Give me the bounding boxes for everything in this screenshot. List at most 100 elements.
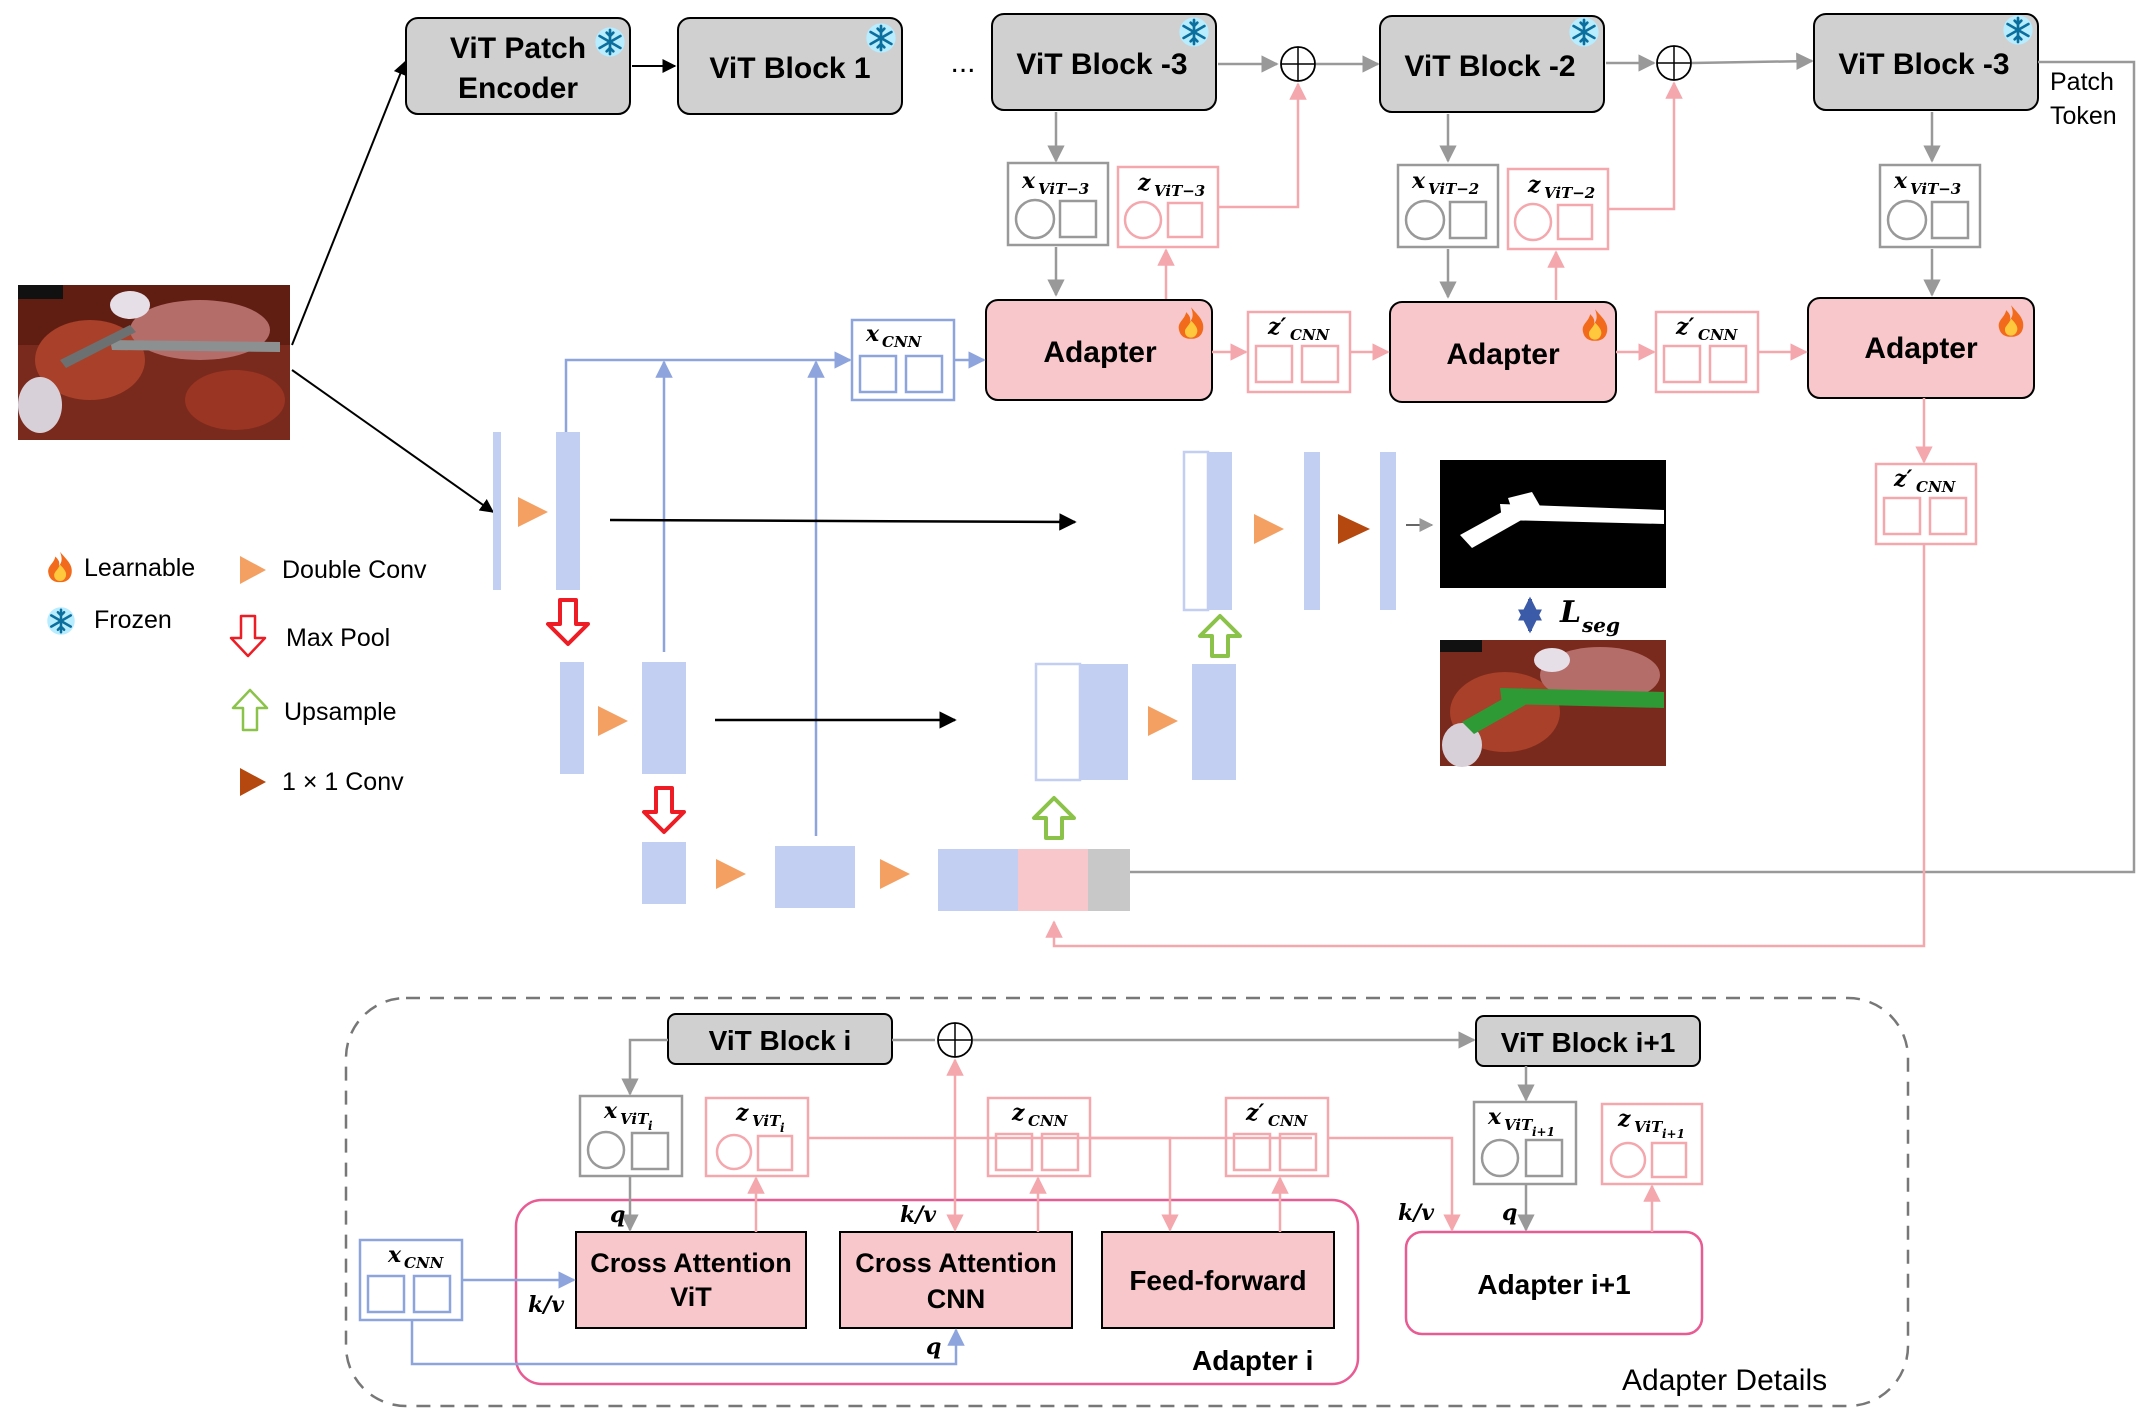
adapter-3-label: Adapter — [1864, 332, 1978, 365]
detail-token-z-vit-i: z ViT i — [704, 1096, 810, 1178]
svg-text:x: x — [1411, 168, 1426, 194]
max-pool-icon — [546, 598, 590, 646]
zp-cnn-return-line — [1045, 544, 1926, 948]
svg-text:x: x — [1893, 168, 1908, 194]
svg-text:z: z — [1527, 172, 1541, 198]
svg-text:CNN: CNN — [404, 1254, 445, 1272]
token-x-vit-minus3: x ViT−3 — [1006, 161, 1110, 247]
vit-block-minus2-label: ViT Block -2 — [1404, 50, 1575, 83]
svg-text:ViT−3: ViT−3 — [1154, 182, 1205, 200]
cnn-feature-map — [556, 432, 580, 590]
double-conv-icon — [518, 497, 548, 527]
max-pool-icon — [642, 786, 686, 834]
adapter-i-label: Adapter i — [1192, 1345, 1313, 1376]
svg-text:ViT: ViT — [620, 1110, 650, 1128]
conv1x1-icon — [240, 768, 266, 796]
cross-attention-vit: Cross Attention ViT — [575, 1231, 807, 1329]
adapter-i1: Adapter i+1 — [1404, 1230, 1704, 1336]
skip-connection-1 — [609, 513, 1077, 531]
adapter-i-frame — [514, 1198, 1360, 1386]
patch-token-label-line2: Token — [2050, 102, 2117, 130]
svg-text:ViT−3: ViT−3 — [1038, 180, 1089, 198]
cross-attention-vit-line2: ViT — [670, 1282, 712, 1312]
token-zp-cnn-2: z′ CNN — [1654, 310, 1760, 394]
adapter-details-label: Adapter Details — [1622, 1364, 1827, 1397]
token-z-vit-minus2: z ViT−2 — [1506, 167, 1610, 251]
svg-text:i+1: i+1 — [1662, 1127, 1685, 1141]
add-node-1 — [1280, 46, 1316, 82]
token-z-vit-minus3: z ViT−3 — [1116, 165, 1220, 249]
add-node-detail — [937, 1022, 973, 1058]
snowflake-icon — [865, 22, 897, 54]
patch-token-line — [1130, 60, 2136, 874]
svg-text:z′: z′ — [1267, 314, 1286, 340]
cnn-feature-map — [775, 846, 855, 908]
cnn-feature-map — [493, 432, 501, 590]
key-value-label: k/v — [528, 1292, 564, 1318]
token-x-vit-minus2: x ViT−2 — [1396, 163, 1500, 249]
query-label: q — [1502, 1200, 1517, 1226]
vit-block-last-label: ViT Block -3 — [1838, 48, 2009, 81]
svg-text:z′: z′ — [1675, 314, 1694, 340]
detail-vit-block-i-label: ViT Block i — [709, 1025, 852, 1056]
conv1x1-icon — [1338, 514, 1370, 544]
svg-text:i: i — [648, 1119, 653, 1133]
vit-patch-encoder: ViT Patch Encoder — [405, 17, 631, 115]
detail-token-x-cnn: x CNN — [358, 1238, 464, 1322]
feed-forward-label: Feed-forward — [1129, 1265, 1306, 1296]
query-label: q — [926, 1334, 941, 1360]
detail-token-x-vit-i: x ViT i — [578, 1094, 684, 1178]
svg-text:ViT: ViT — [1634, 1118, 1664, 1136]
adapter-details-frame — [344, 996, 1910, 1408]
segmentation-mask — [1440, 460, 1666, 588]
svg-text:CNN: CNN — [1268, 1112, 1309, 1130]
upsample-icon — [1198, 614, 1242, 658]
cnn-feature-map — [642, 842, 686, 904]
svg-text:ViT: ViT — [752, 1112, 782, 1130]
snowflake-icon — [594, 26, 626, 58]
snowflake-icon — [2002, 14, 2034, 46]
query-label: q — [610, 1202, 625, 1228]
upsample-icon — [231, 688, 269, 732]
cross-attention-cnn: Cross Attention CNN — [839, 1231, 1073, 1329]
adapter-2-label: Adapter — [1446, 338, 1560, 371]
cnn-feature-map — [560, 662, 584, 774]
svg-text:z′: z′ — [1893, 466, 1912, 492]
legend-double-conv: Double Conv — [282, 556, 427, 584]
vit-patch-encoder-line1: ViT Patch — [450, 32, 586, 65]
double-conv-icon — [598, 706, 628, 736]
double-conv-icon — [1148, 706, 1178, 736]
svg-text:x: x — [1021, 168, 1036, 194]
detail-vit-block-i1: ViT Block i+1 — [1475, 1015, 1701, 1067]
adapter-2: Adapter — [1389, 301, 1617, 403]
svg-text:x: x — [1487, 1104, 1502, 1130]
arrow-input-to-encoder — [291, 60, 407, 346]
double-conv-icon — [240, 556, 266, 584]
double-conv-icon — [880, 859, 910, 889]
cnn-feature-map — [1380, 452, 1396, 610]
svg-text:i+1: i+1 — [1532, 1125, 1555, 1139]
legend-frozen: Frozen — [94, 606, 172, 634]
adapter-1: Adapter — [985, 299, 1213, 401]
svg-text:ViT−3: ViT−3 — [1910, 180, 1961, 198]
legend-upsample: Upsample — [284, 698, 397, 726]
cross-attention-cnn-line2: CNN — [927, 1284, 986, 1314]
input-image — [18, 285, 290, 440]
snowflake-icon — [1568, 16, 1600, 48]
detail-vit-block-i: ViT Block i — [667, 1013, 893, 1065]
bottleneck-concat — [938, 849, 1130, 911]
svg-text:z: z — [1011, 1100, 1025, 1126]
legend-conv1x1: 1 × 1 Conv — [282, 768, 404, 796]
svg-text:CNN: CNN — [1028, 1112, 1069, 1130]
svg-text:z: z — [1137, 170, 1151, 196]
vit-block-minus2: ViT Block -2 — [1379, 15, 1605, 113]
svg-text:x: x — [603, 1098, 618, 1124]
vit-patch-encoder-line2: Encoder — [458, 72, 578, 105]
svg-text:ViT−2: ViT−2 — [1428, 180, 1479, 198]
svg-text:z: z — [735, 1100, 749, 1126]
vit-block-minus3: ViT Block -3 — [991, 13, 1217, 111]
svg-text:CNN: CNN — [1290, 326, 1331, 344]
token-x-vit-last: x ViT−3 — [1878, 163, 1982, 249]
decoder-concat-1 — [1034, 662, 1128, 782]
